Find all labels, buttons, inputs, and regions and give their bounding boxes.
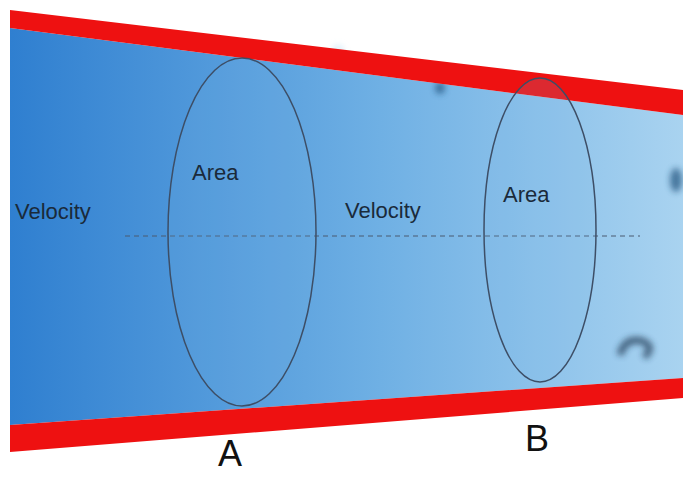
pipe-wall [10,378,683,452]
area-label: Area [192,160,238,186]
area-label: Area [503,182,549,208]
cross-section-ellipse: Area [167,57,317,407]
velocity-label: Velocity [345,198,421,224]
pipe-wall [10,10,683,115]
ellipse-outline [483,77,597,383]
section-letter: B [525,418,549,460]
ellipse-outline [167,57,317,407]
cross-section-ellipse: Area [483,77,597,383]
section-letter: A [218,433,242,475]
velocity-label: Velocity [15,199,91,225]
